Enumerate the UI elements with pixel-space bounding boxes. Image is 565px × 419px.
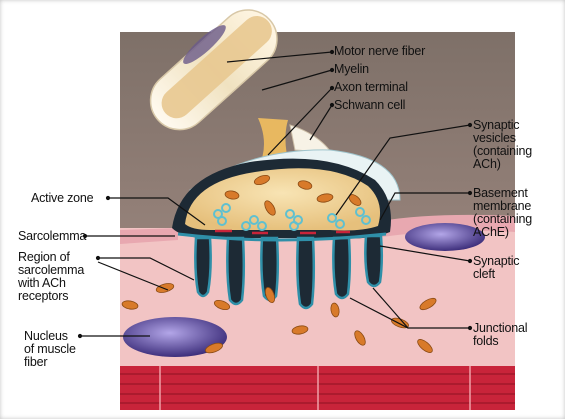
myofibrils	[120, 366, 515, 410]
label-myelin: Myelin	[334, 63, 369, 76]
label-nucleus-of-muscle-fiber: Nucleus of muscle fiber	[24, 330, 76, 369]
label-line: folds	[473, 335, 527, 348]
label-region-of-sarcolemma: Region of sarcolemma with ACh receptors	[18, 251, 84, 303]
label-line: AChE)	[473, 226, 532, 239]
label-junctional-folds: Junctional folds	[473, 322, 527, 348]
label-schwann-cell: Schwann cell	[334, 99, 405, 112]
label-line: ACh)	[473, 158, 532, 171]
label-synaptic-cleft: Synaptic cleft	[473, 255, 519, 281]
label-line: fiber	[24, 356, 76, 369]
label-synaptic-vesicles: Synaptic vesicles (containing ACh)	[473, 119, 532, 171]
label-axon-terminal: Axon terminal	[334, 81, 408, 94]
label-sarcolemma: Sarcolemma	[18, 230, 86, 243]
label-line: receptors	[18, 290, 84, 303]
label-basement-membrane: Basement membrane (containing AChE)	[473, 187, 532, 239]
label-line: cleft	[473, 268, 519, 281]
label-active-zone: Active zone	[31, 192, 93, 205]
label-motor-nerve-fiber: Motor nerve fiber	[334, 45, 425, 58]
